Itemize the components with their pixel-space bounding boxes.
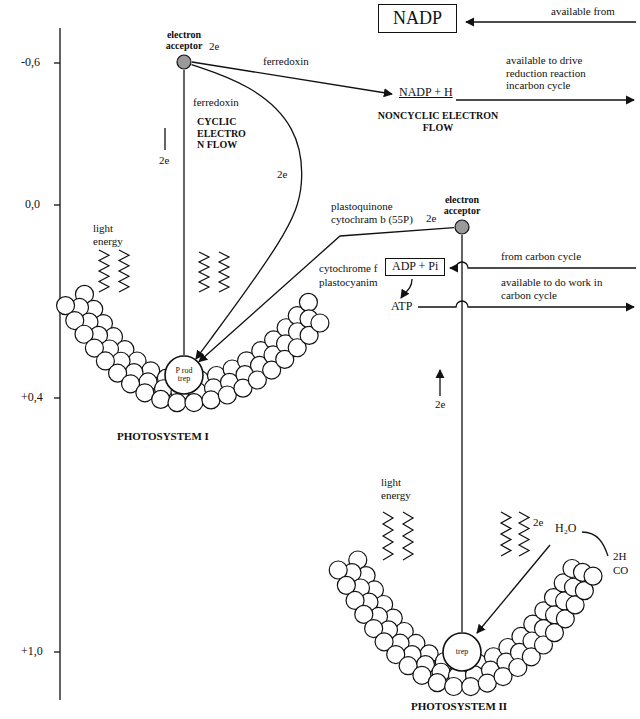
- pigment-circle: [311, 314, 329, 332]
- pigment-circle: [152, 390, 170, 408]
- product-label: NADP + H: [398, 86, 454, 100]
- light-label: light energy: [380, 476, 426, 501]
- flow-note: available from: [550, 5, 616, 18]
- phosphorylation-arrow: [401, 279, 412, 298]
- acceptor-label: electron acceptor: [440, 194, 484, 216]
- antenna-art: [57, 250, 602, 696]
- acceptor-circle: [453, 218, 471, 236]
- water-label: H₂O: [554, 522, 578, 536]
- pigment-circle: [428, 674, 446, 692]
- reaction-center-label: trep: [448, 648, 476, 656]
- pigment-circle: [445, 678, 463, 696]
- light-zigzag: [99, 250, 109, 292]
- flow-title: CYCLIC ELECTRO N FLOW: [196, 116, 256, 151]
- pigment-circle: [462, 678, 480, 696]
- axis-tick: [54, 204, 60, 205]
- electron-path: [461, 235, 462, 632]
- electron-acceptor: electron acceptor: [160, 29, 208, 71]
- light-zigzag: [219, 252, 229, 292]
- pigment-circle: [584, 567, 602, 585]
- acceptor-dot: [455, 220, 469, 234]
- electron-label: 2e: [434, 398, 446, 411]
- reaction-center-outline: [443, 633, 481, 671]
- electron-path: [199, 228, 454, 362]
- atp-arrow: [418, 301, 634, 307]
- axis-tick: [54, 62, 60, 63]
- flow-note: available to do work in carbon cycle: [500, 276, 630, 301]
- light-label: light energy: [92, 222, 138, 247]
- axis-tick: [54, 651, 60, 652]
- reaction-center: P rod trep: [164, 355, 204, 395]
- electron-label: 2e: [276, 168, 288, 181]
- electron-path: [183, 70, 184, 355]
- nadp-box: NADP: [378, 4, 457, 33]
- carrier-name: ferredoxin: [192, 96, 240, 109]
- electron-label: 2e: [425, 212, 437, 225]
- carrier-name: ferredoxin: [262, 55, 310, 68]
- product-label: CO: [612, 564, 629, 577]
- light-zigzag: [519, 512, 529, 556]
- flow-note: from carbon cycle: [500, 250, 582, 263]
- axis-tick: [54, 397, 60, 398]
- light-zigzag: [403, 512, 413, 560]
- light-zigzag: [199, 252, 209, 292]
- oxygen-release-curve: [582, 532, 608, 556]
- light-zigzag: [119, 250, 129, 292]
- light-zigzag: [383, 512, 393, 560]
- supply-arrow: [466, 21, 636, 22]
- photosystem-name: PHOTOSYSTEM II: [410, 700, 508, 713]
- electron-arrow: [439, 370, 440, 396]
- carbon-cycle-line: [450, 262, 636, 268]
- photosystem-name: PHOTOSYSTEM I: [116, 430, 210, 443]
- electron-label: 2e: [208, 40, 220, 53]
- acceptor-label: electron acceptor: [162, 29, 206, 51]
- acceptor-dot: [177, 55, 191, 69]
- reaction-center: trep: [442, 632, 482, 672]
- reaction-center-outline: [165, 356, 203, 394]
- cyclic-path: [192, 65, 302, 359]
- carrier-name: plastoquinone: [330, 200, 394, 213]
- axis-value: +1,0: [20, 645, 44, 659]
- axis-value: +0,4: [20, 391, 44, 405]
- pigment-circle: [202, 391, 220, 409]
- product-label: ATP: [390, 300, 413, 314]
- box-label: NADP: [393, 8, 442, 29]
- pigment-circle: [168, 394, 186, 412]
- flow-title: NONCYCLIC ELECTRON FLOW: [372, 110, 504, 133]
- acceptor-circle: [175, 53, 193, 71]
- axis-value: 0,0: [24, 198, 41, 212]
- pigment-circle: [185, 394, 203, 412]
- adp-box: ADP + Pi: [385, 258, 445, 276]
- electron-acceptor: electron acceptor: [438, 194, 486, 236]
- electron-label: 2e: [532, 516, 544, 529]
- water-electron-arrow: [477, 545, 550, 633]
- electron-label: 2e: [158, 154, 170, 167]
- carrier-name: cytochrome f: [318, 262, 378, 275]
- axis-value: -0,6: [20, 56, 41, 70]
- carrier-name: plastocyanim: [318, 276, 379, 289]
- electron-tick: [164, 128, 165, 150]
- box-label: ADP + Pi: [392, 260, 438, 274]
- light-zigzag: [501, 512, 511, 556]
- output-arrow: [456, 99, 634, 100]
- flow-note: available to drive reduction reaction in…: [505, 54, 625, 92]
- potential-axis: [59, 28, 60, 700]
- carrier-name: cytochram b (55P): [330, 213, 414, 226]
- product-label: 2H: [612, 550, 627, 563]
- pigment-circle: [299, 293, 317, 311]
- reaction-center-label: P rod trep: [170, 367, 198, 384]
